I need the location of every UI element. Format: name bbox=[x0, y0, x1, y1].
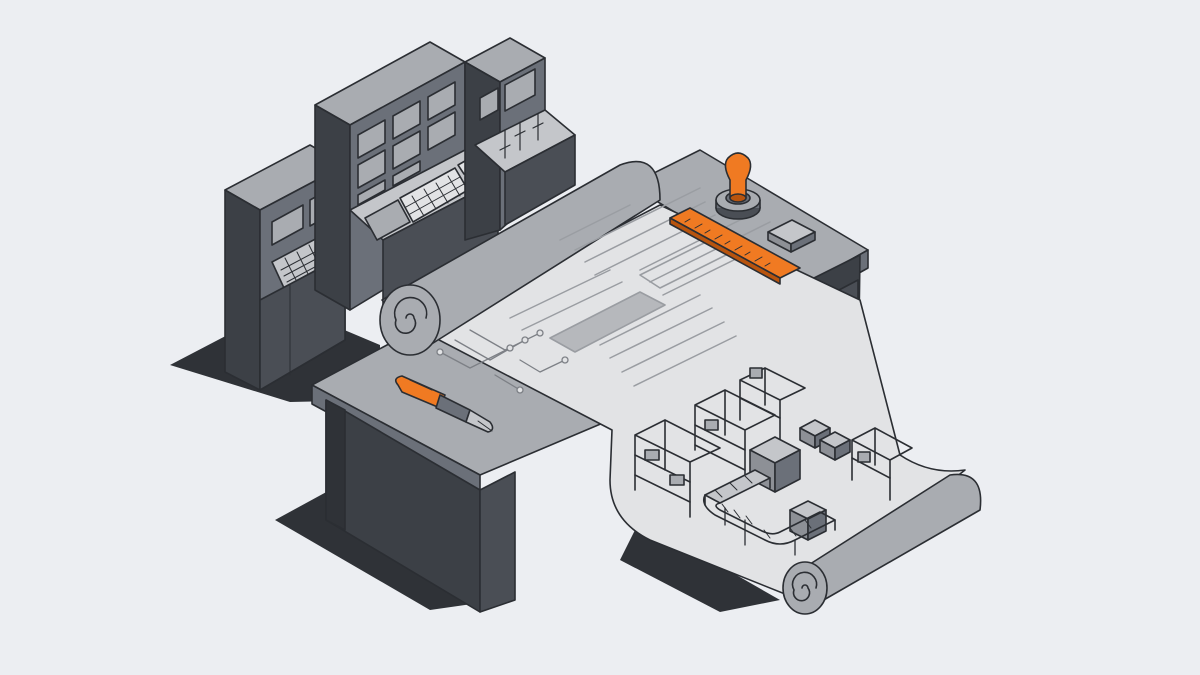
control-console-center bbox=[314, 41, 499, 311]
storage-rack bbox=[634, 419, 721, 518]
circuit-traces bbox=[436, 329, 569, 394]
blueprint-scroll bbox=[379, 160, 982, 615]
eraser-icon bbox=[767, 219, 816, 253]
crates bbox=[799, 419, 851, 461]
rubber-stamp-icon bbox=[715, 152, 761, 220]
conveyor-loop bbox=[702, 469, 836, 556]
storage-rack bbox=[694, 389, 776, 476]
factory-floor-model bbox=[634, 367, 913, 556]
storage-rack bbox=[739, 367, 806, 441]
desk-front bbox=[311, 321, 611, 613]
ruler-icon bbox=[669, 207, 801, 285]
fountain-pen-icon bbox=[394, 375, 494, 433]
storage-rack bbox=[851, 427, 913, 501]
control-console-right bbox=[464, 37, 576, 241]
